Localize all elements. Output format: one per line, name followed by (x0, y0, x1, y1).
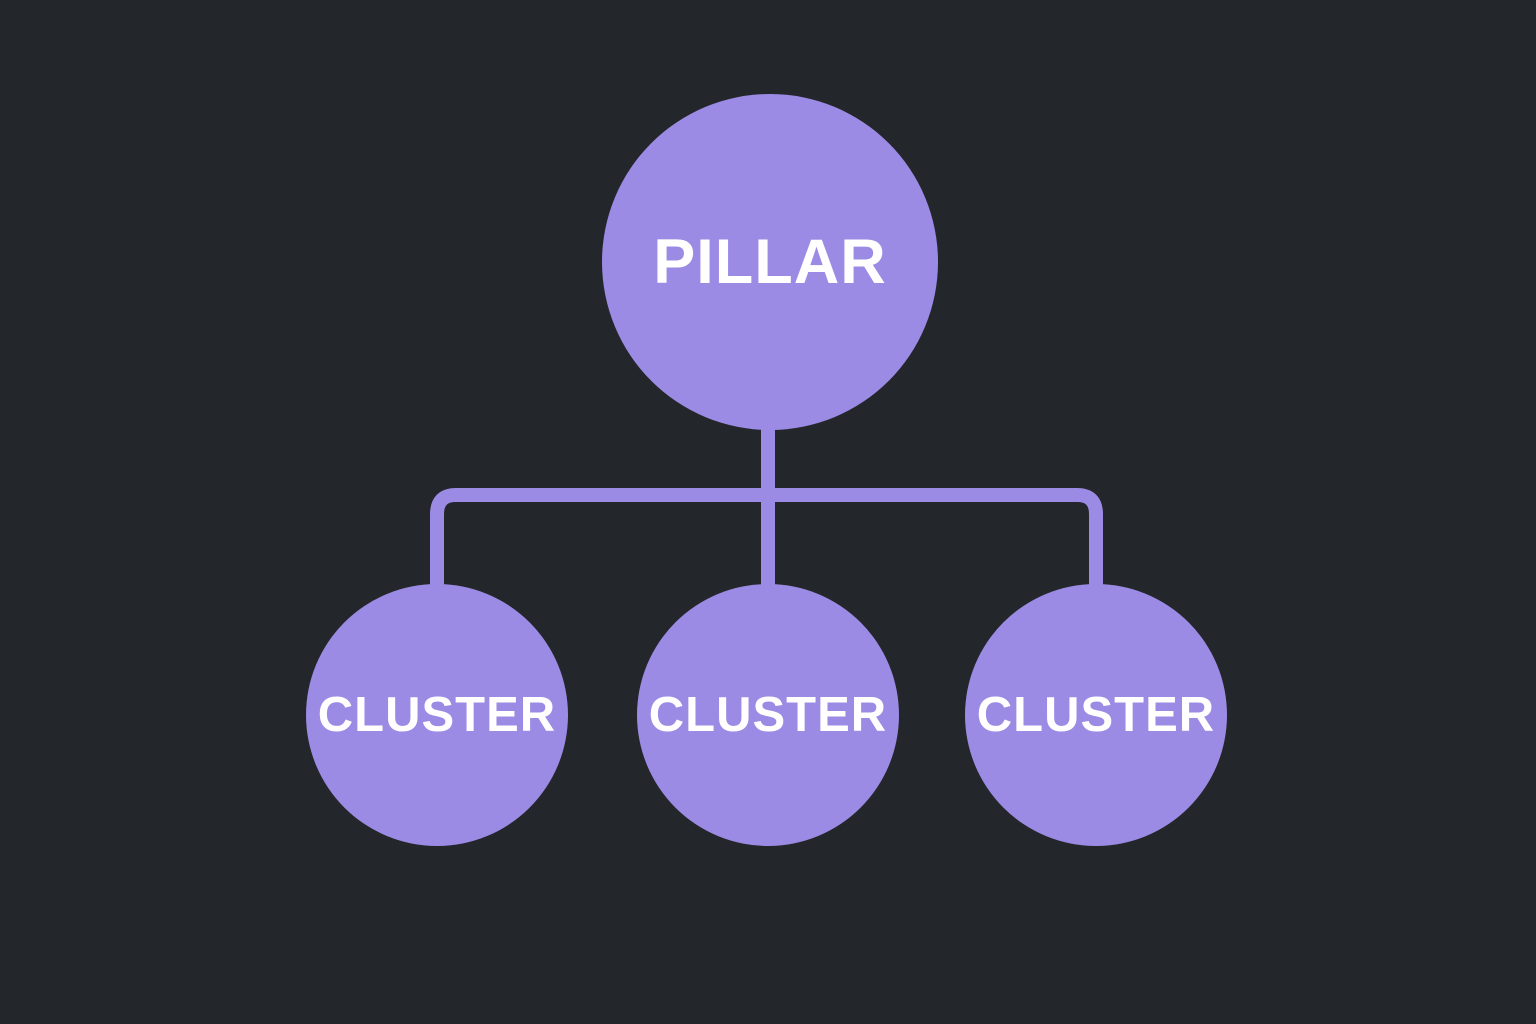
pillar-node: PILLAR (602, 94, 938, 430)
cluster-node-middle: CLUSTER (637, 584, 899, 846)
cluster-label-left: CLUSTER (317, 687, 557, 742)
cluster-node-right: CLUSTER (965, 584, 1227, 846)
pillar-label: PILLAR (653, 226, 887, 297)
connector-root-to-left-cluster (430, 488, 772, 600)
cluster-label-right: CLUSTER (976, 687, 1216, 742)
cluster-label-middle: CLUSTER (648, 687, 888, 742)
connector-root-to-right-cluster (764, 488, 1103, 600)
cluster-node-left: CLUSTER (306, 584, 568, 846)
